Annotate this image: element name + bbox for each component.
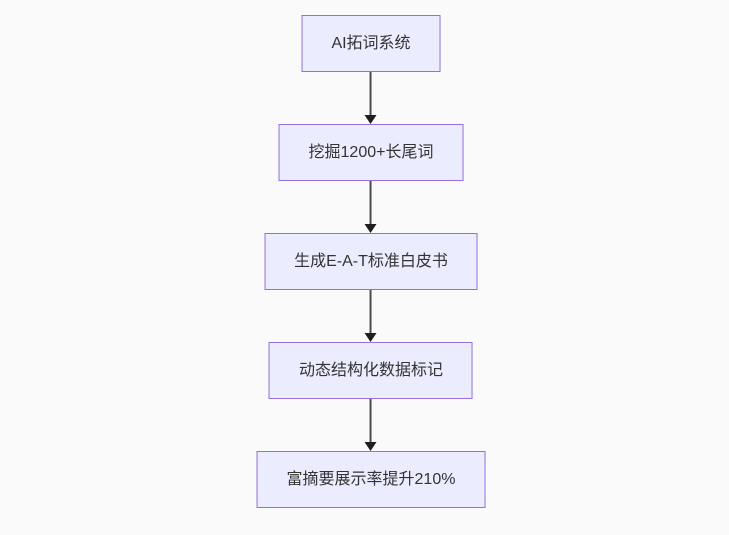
node-label: 生成E-A-T标准白皮书 [294,252,448,270]
flow-node-rich-snippet-result: 富摘要展示率提升210% [256,451,486,508]
arrow-down-icon [364,399,378,451]
arrow-shaft [370,181,372,224]
flow-node-eat-whitepaper: 生成E-A-T标准白皮书 [264,233,478,290]
arrow-down-icon [364,181,378,233]
node-label: 挖掘1200+长尾词 [308,143,434,161]
arrow-shaft [370,290,372,333]
flow-node-structured-data-markup: 动态结构化数据标记 [268,342,473,399]
flow-node-longtail-mining: 挖掘1200+长尾词 [278,124,464,181]
arrow-shaft [370,399,372,442]
node-label: 富摘要展示率提升210% [286,470,456,488]
arrowhead-icon [365,224,377,233]
arrowhead-icon [365,442,377,451]
flow-node-ai-expansion-system: AI拓词系统 [301,15,441,72]
arrowhead-icon [365,115,377,124]
arrow-down-icon [364,290,378,342]
flowchart-column: AI拓词系统 挖掘1200+长尾词 生成E-A-T标准白皮书 动态结构化数据标记 [256,15,486,508]
arrow-shaft [370,72,372,115]
node-label: AI拓词系统 [331,34,411,52]
arrowhead-icon [365,333,377,342]
arrow-down-icon [364,72,378,124]
node-label: 动态结构化数据标记 [298,361,443,379]
